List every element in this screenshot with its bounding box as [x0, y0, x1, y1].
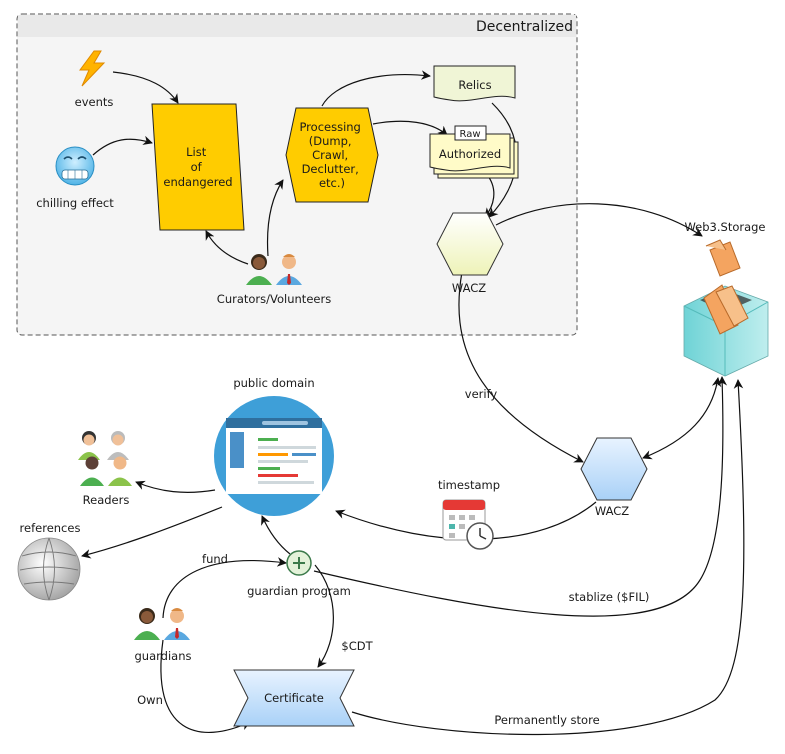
permanently-store-label: Permanently store: [494, 713, 599, 727]
calendar-clock-icon: [442, 499, 494, 550]
chilling-effect-label: chilling effect: [36, 196, 114, 210]
readers-node: Readers: [78, 431, 132, 507]
guardian-program-label: guardian program: [247, 584, 351, 598]
public-domain-label: public domain: [233, 376, 314, 390]
edge-curators-processing: [266, 179, 284, 257]
processing-line-3: Crawl,: [312, 148, 348, 162]
certificate-label: Certificate: [264, 691, 324, 705]
storage-box-icon: [683, 239, 769, 377]
references-label: references: [20, 521, 81, 535]
edge-guardian-certificate: [314, 564, 334, 668]
edge-public-references: [81, 506, 223, 559]
processing-line-5: etc.): [319, 176, 345, 190]
stablize-label: stablize ($FIL): [569, 590, 650, 604]
edge-processing-relics: [321, 70, 431, 107]
edge-guardian-web3: [313, 376, 728, 617]
wikipedia-globe-icon: [17, 537, 81, 601]
processing-node: Processing (Dump, Crawl, Declutter, etc.…: [285, 107, 379, 203]
guardian-program-node: guardian program: [247, 550, 351, 598]
guardians-node: guardians: [134, 608, 191, 663]
own-label: Own: [137, 693, 163, 707]
browser-window-icon: [214, 396, 334, 516]
processing-line-2: (Dump,: [309, 134, 352, 148]
list-endangered-node: List of endangered: [151, 103, 245, 231]
events-node: events: [75, 50, 114, 109]
relics-node: Relics: [433, 65, 516, 102]
edge-chilling-list: [92, 135, 153, 156]
list-line-3: endangered: [163, 175, 232, 189]
curators-node: Curators/Volunteers: [217, 254, 331, 306]
chilling-effect-node: chilling effect: [36, 146, 114, 210]
edge-labels: verify fund $CDT stablize ($FIL) Own Per…: [137, 387, 649, 727]
edge-fund: [162, 557, 287, 619]
relics-label: Relics: [458, 78, 491, 92]
edge-verify: [458, 271, 584, 463]
web3-storage-node: Web3.Storage: [683, 220, 769, 377]
cdt-label: $CDT: [341, 639, 373, 653]
edge-wacz-web3: [495, 203, 703, 237]
authorized-label: Authorized: [439, 147, 501, 161]
verify-label: verify: [465, 387, 498, 401]
fund-label: fund: [202, 552, 228, 566]
edge-web3-waczb: [642, 377, 722, 460]
web3-label: Web3.Storage: [684, 220, 765, 234]
references-node: references: [17, 521, 81, 601]
wacz-top-node: WACZ: [436, 212, 504, 295]
people-group-icon: [78, 431, 132, 486]
wacz-top-label: WACZ: [452, 281, 486, 295]
edge-curators-list: [205, 230, 249, 265]
events-label: events: [75, 95, 114, 109]
wacz-bottom-node: WACZ: [580, 437, 648, 518]
edge-own: [160, 639, 251, 733]
list-line-1: List: [186, 145, 207, 159]
raw-tag: Raw: [459, 129, 480, 140]
svg-text:List of endangered: List of endangered: [163, 145, 232, 189]
people-icon: [134, 608, 190, 640]
timestamp-label: timestamp: [438, 478, 500, 492]
svg-text:Processing (Dump,: Processing (Dump, Crawl, Declutter, etc.…: [299, 120, 364, 190]
edge-guardian-public: [261, 515, 291, 555]
wacz-bottom-label: WACZ: [595, 504, 629, 518]
processing-line-1: Processing: [299, 120, 360, 134]
edge-public-readers: [135, 480, 216, 493]
certificate-node: Certificate: [233, 669, 355, 727]
people-icon: [246, 254, 302, 285]
lightning-icon: [79, 50, 106, 87]
edge-events-list: [112, 71, 179, 104]
freezing-face-icon: [55, 146, 95, 186]
edge-processing-raw: [372, 120, 448, 136]
guardians-label: guardians: [135, 649, 192, 663]
region-title: Decentralized: [476, 19, 573, 35]
timestamp-node: timestamp: [438, 478, 500, 550]
list-line-2: of: [191, 160, 203, 174]
readers-label: Readers: [83, 493, 130, 507]
edge-permanently: [351, 379, 745, 736]
processing-line-4: Declutter,: [302, 162, 359, 176]
authorized-node: Authorized Raw: [429, 125, 519, 179]
edges: [81, 70, 745, 736]
public-domain-node: public domain: [214, 376, 334, 516]
curators-label: Curators/Volunteers: [217, 292, 331, 306]
